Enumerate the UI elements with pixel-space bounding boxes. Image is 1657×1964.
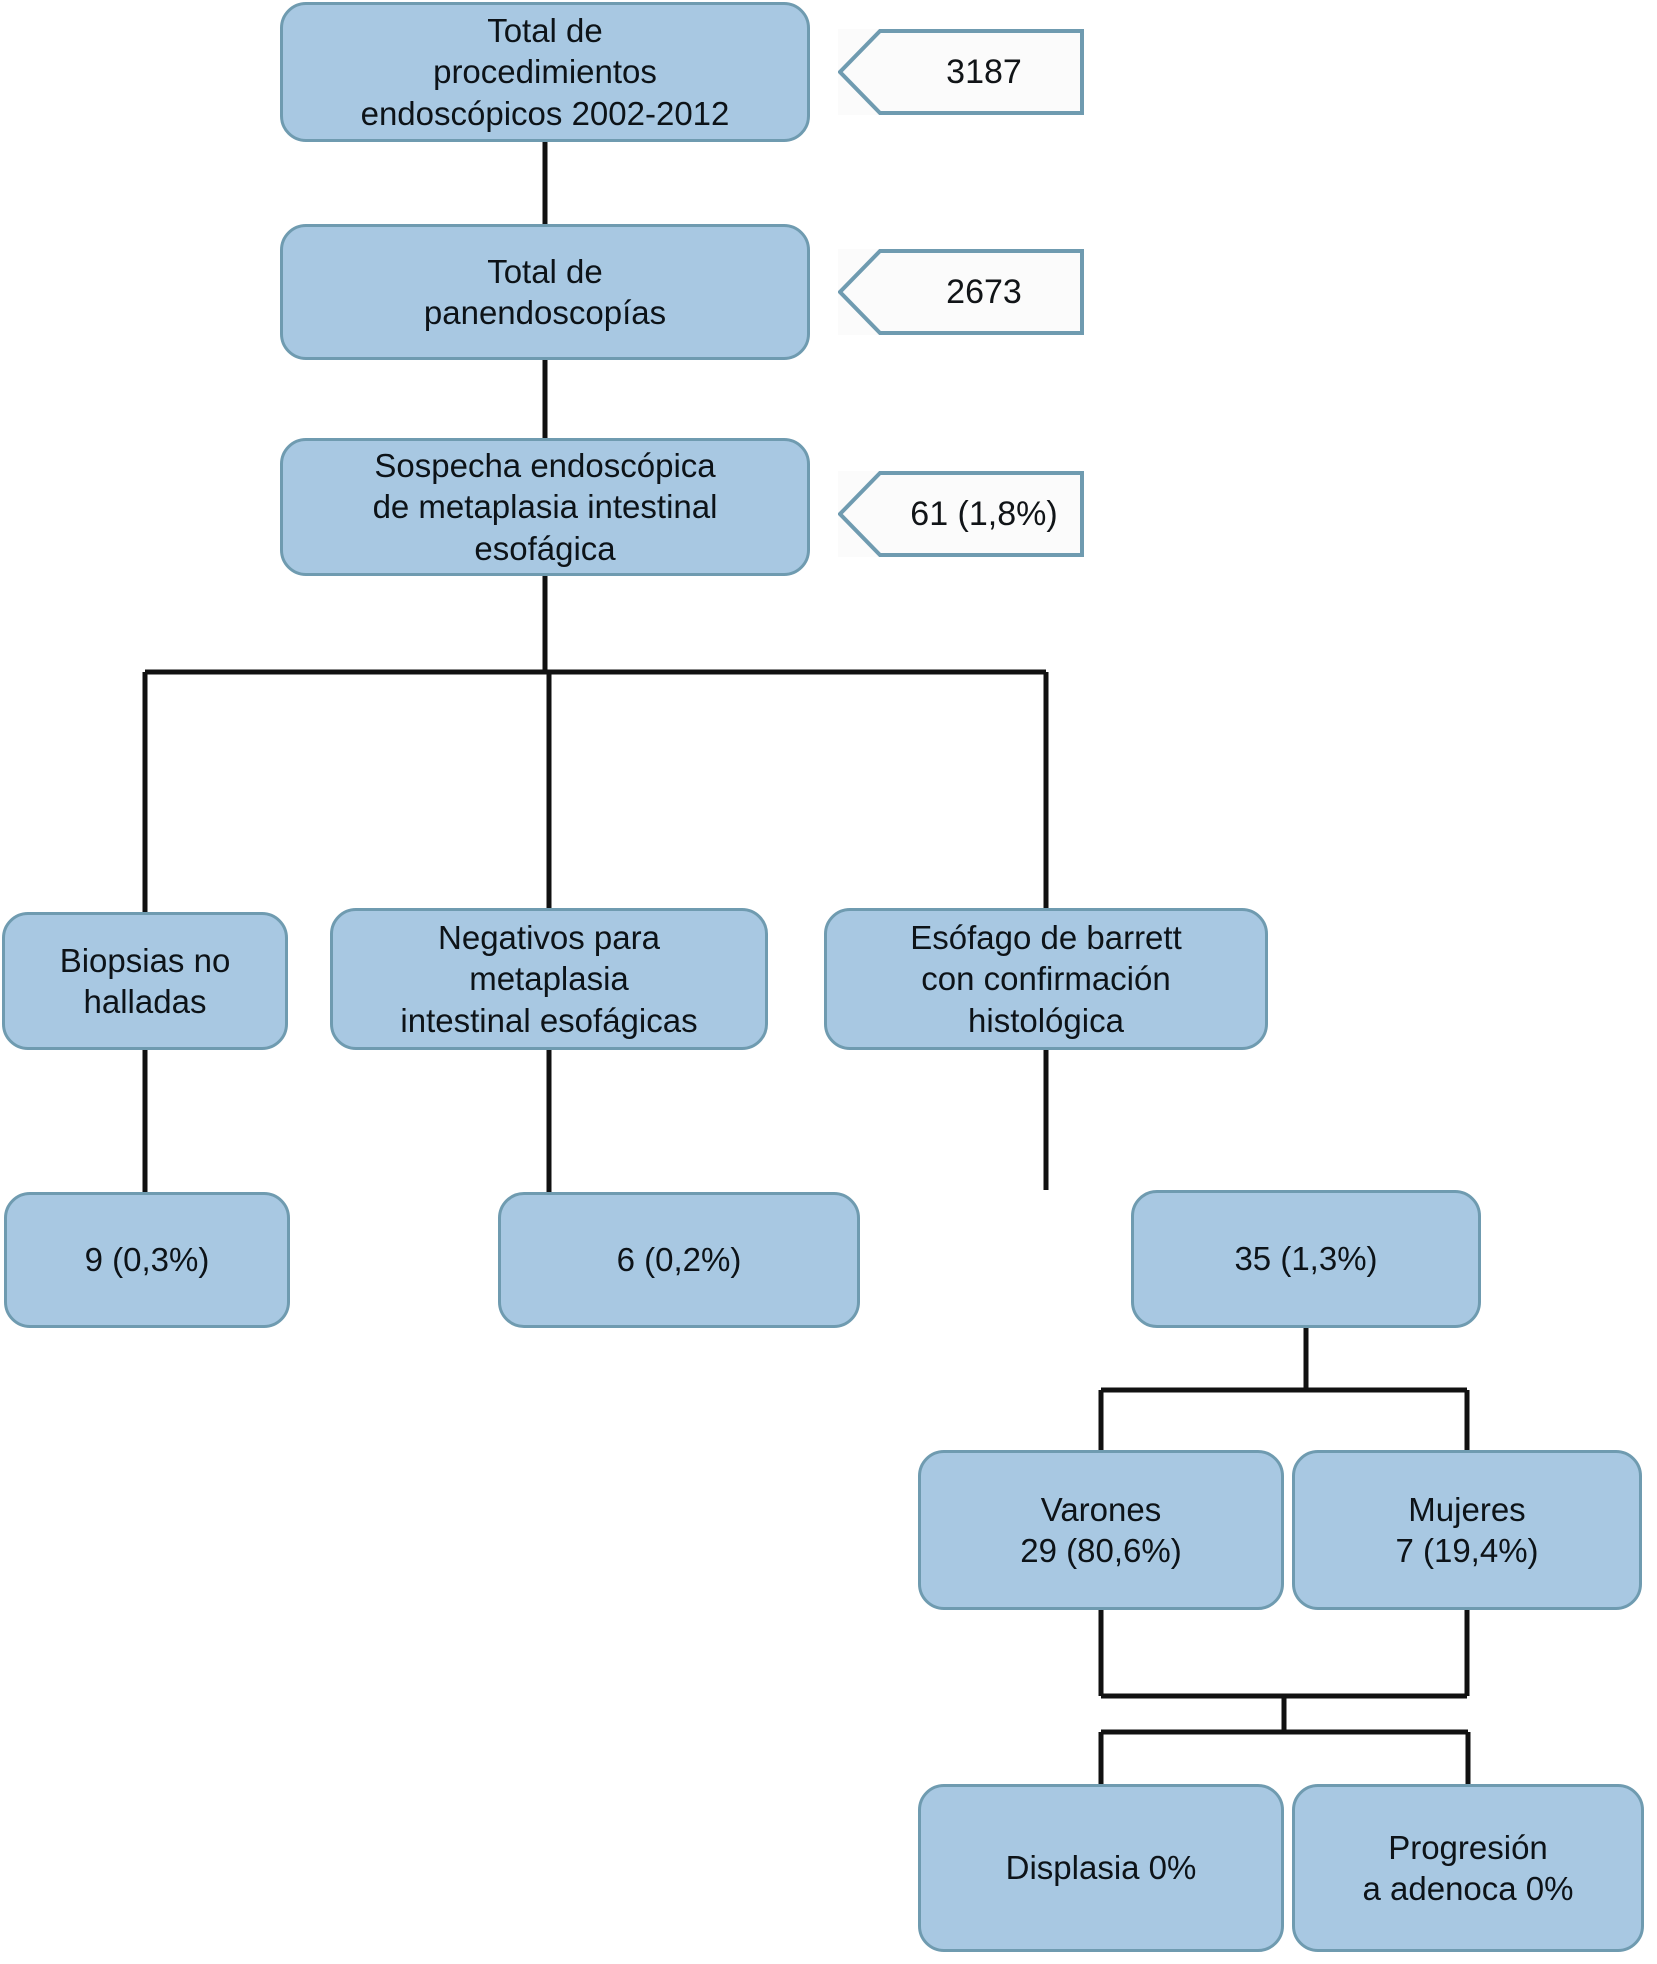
node-sospecha-metaplasia-label: Sospecha endoscópica de metaplasia intes…	[372, 447, 718, 567]
callout-total-panendoscopias: 2673	[838, 249, 1084, 335]
node-varones[interactable]: Varones 29 (80,6%)	[918, 1450, 1284, 1610]
node-sospecha-metaplasia[interactable]: Sospecha endoscópica de metaplasia intes…	[280, 438, 810, 576]
callout-total-procedimientos: 3187	[838, 29, 1084, 115]
callout-sospecha-metaplasia: 61 (1,8%)	[838, 471, 1084, 557]
node-negativos-valor-label: 6 (0,2%)	[616, 1241, 742, 1279]
node-esofago-barrett-label: Esófago de barrett con confirmación hist…	[910, 919, 1182, 1039]
node-total-panendoscopias[interactable]: Total de panendoscopías	[280, 224, 810, 360]
node-total-procedimientos[interactable]: Total de procedimientos endoscópicos 200…	[280, 2, 810, 142]
node-negativos-metaplasia[interactable]: Negativos para metaplasia intestinal eso…	[330, 908, 768, 1050]
node-biopsias-valor-label: 9 (0,3%)	[84, 1241, 210, 1279]
node-negativos-valor[interactable]: 6 (0,2%)	[498, 1192, 860, 1328]
node-total-panendoscopias-label: Total de panendoscopías	[423, 252, 667, 331]
node-progresion-adenoca[interactable]: Progresión a adenoca 0%	[1292, 1784, 1644, 1952]
callout-total-panendoscopias-value: 2673	[946, 272, 1022, 311]
node-total-procedimientos-label: Total de procedimientos endoscópicos 200…	[360, 12, 730, 132]
node-esofago-barrett[interactable]: Esófago de barrett con confirmación hist…	[824, 908, 1268, 1050]
callout-sospecha-metaplasia-value: 61 (1,8%)	[910, 494, 1058, 533]
node-biopsias-no-halladas-label: Biopsias no halladas	[59, 941, 231, 1020]
callout-arrow-shape	[838, 29, 1084, 115]
node-displasia[interactable]: Displasia 0%	[918, 1784, 1284, 1952]
node-barrett-valor[interactable]: 35 (1,3%)	[1131, 1190, 1481, 1328]
node-negativos-metaplasia-label: Negativos para metaplasia intestinal eso…	[400, 919, 698, 1039]
node-biopsias-valor[interactable]: 9 (0,3%)	[4, 1192, 290, 1328]
callout-arrow-shape	[838, 249, 1084, 335]
node-varones-label: Varones 29 (80,6%)	[1020, 1490, 1182, 1569]
node-barrett-valor-label: 35 (1,3%)	[1234, 1240, 1378, 1278]
callout-arrow-shape	[838, 471, 1084, 557]
node-biopsias-no-halladas[interactable]: Biopsias no halladas	[2, 912, 288, 1050]
node-progresion-adenoca-label: Progresión a adenoca 0%	[1362, 1828, 1574, 1907]
callout-total-procedimientos-value: 3187	[946, 52, 1022, 91]
node-mujeres[interactable]: Mujeres 7 (19,4%)	[1292, 1450, 1642, 1610]
node-displasia-label: Displasia 0%	[1005, 1849, 1197, 1887]
node-mujeres-label: Mujeres 7 (19,4%)	[1395, 1490, 1539, 1569]
